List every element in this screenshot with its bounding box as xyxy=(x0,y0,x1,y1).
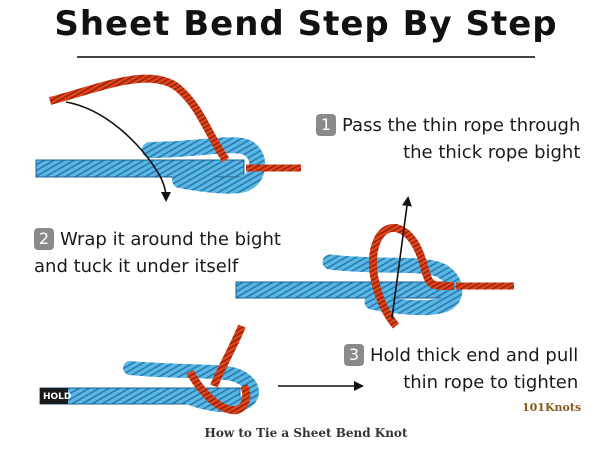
step1-arrow xyxy=(65,101,171,202)
step1-number-badge: 1 xyxy=(316,114,336,136)
brand-logo: 101Knots xyxy=(522,401,582,414)
step3-hold-label: HOLD xyxy=(43,392,71,402)
step3-instruction: 3 Hold thick end and pull thin rope to ti… xyxy=(344,342,578,396)
title-underline xyxy=(77,56,535,58)
step2-line1: Wrap it around the bight xyxy=(60,229,281,250)
step1-figure xyxy=(35,74,301,202)
step3-thin-rope-wrap xyxy=(186,369,251,415)
step3-line1: Hold thick end and pull xyxy=(370,345,579,366)
step3-figure: HOLD xyxy=(39,324,364,415)
step2-line2: and tuck it under itself xyxy=(34,256,239,277)
step1-thick-rope-bight xyxy=(142,137,266,194)
step1-instruction: 1 Pass the thin rope through the thick ro… xyxy=(316,112,580,166)
step2-instruction: 2 Wrap it around the bight and tuck it un… xyxy=(34,226,281,280)
step3-hold-band xyxy=(40,388,68,404)
step1-thick-rope-standing xyxy=(35,159,245,178)
page-title: Sheet Bend Step By Step xyxy=(54,4,558,44)
step2-number-badge: 2 xyxy=(34,228,54,250)
step3-thin-rope-end-up xyxy=(210,324,246,388)
step1-thin-rope-arc xyxy=(48,74,230,163)
step1-line2: the thick rope bight xyxy=(403,142,581,163)
step3-line2: thin rope to tighten xyxy=(403,372,579,393)
step1-line1: Pass the thin rope through xyxy=(342,115,581,136)
figure-caption: How to Tie a Sheet Bend Knot xyxy=(204,426,408,440)
step2-thin-rope-loop xyxy=(369,223,455,329)
step3-number-badge: 3 xyxy=(344,344,364,366)
step2-figure xyxy=(235,196,514,329)
step2-arrow xyxy=(391,196,412,319)
step2-thick-rope-bight xyxy=(322,254,463,316)
step2-thick-rope-standing xyxy=(235,281,457,299)
